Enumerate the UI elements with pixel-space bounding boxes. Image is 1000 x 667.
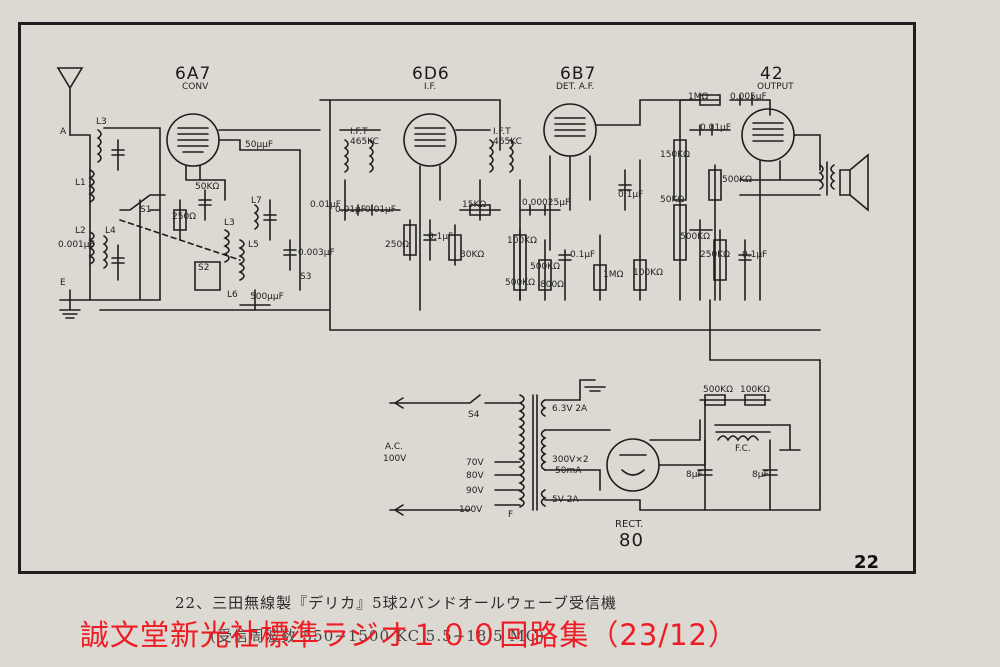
tube-6b7-role: DET. A.F.	[556, 82, 595, 92]
coil-l4	[102, 235, 108, 269]
label-e: E	[60, 278, 66, 288]
overlay-title: 誠文堂新光社標準ラジオ１００回路集（23/12）	[80, 618, 738, 652]
label-sec-300-ma: 50mA	[555, 466, 582, 476]
switch-s1	[119, 194, 166, 211]
label-r-800: 800Ω	[540, 280, 565, 290]
label-r-500kc: 500KΩ	[680, 232, 710, 242]
label-fuse-f: F	[508, 510, 514, 520]
label-r-500k: 500KΩ	[505, 278, 535, 288]
label-l3: L3	[96, 117, 107, 127]
figure-caption: 22、三田無線製『デリカ』5球2バンドオールウェーブ受信機	[175, 594, 618, 612]
label-r-1m: 1MΩ	[603, 270, 624, 280]
coil-l1	[88, 169, 95, 203]
label-l5: L5	[248, 240, 259, 250]
tube-6d6	[403, 113, 457, 167]
tube-6b7-name: 6B7	[560, 64, 597, 84]
schematic-frame	[18, 22, 916, 574]
label-c-0003: 0.003μF	[298, 248, 335, 258]
label-ac: A.C.	[385, 442, 404, 452]
label-r-50k: 50KΩ	[195, 182, 220, 192]
label-c-01d: 0.1μF	[742, 250, 768, 260]
power-transformer-primary	[518, 394, 525, 508]
label-fc: F.C.	[735, 444, 751, 454]
page-number: 22	[854, 552, 880, 573]
label-l1: L1	[75, 178, 86, 188]
tube-6a7-role: CONV	[182, 82, 209, 92]
label-l2: L2	[75, 226, 86, 236]
label-ift2-freq: 465KC	[493, 137, 522, 147]
label-r-250kv: 250KΩ	[700, 250, 730, 260]
label-tap-80: 80V	[466, 471, 484, 481]
label-c-001: 0.001μF	[58, 240, 95, 250]
label-r-500kd: 500KΩ	[722, 175, 752, 185]
ift2	[488, 139, 514, 173]
tube-6d6-role: I.F.	[424, 82, 437, 92]
label-c-01: 0.1μF	[428, 232, 454, 242]
label-r-1m2: 1MΩ	[688, 92, 709, 102]
label-tap-90: 90V	[466, 486, 484, 496]
label-c-50uuf: 50μμF	[245, 140, 274, 150]
label-ac-v: 100V	[383, 454, 407, 464]
label-r-250: 250Ω	[172, 212, 197, 222]
label-c-01c: 0.1μF	[618, 190, 644, 200]
ift1	[339, 129, 381, 173]
label-r-250b: 250Ω	[385, 240, 410, 250]
label-tap-100: 100V	[459, 505, 483, 515]
label-ift1-freq: 465KC	[350, 137, 379, 147]
label-r-100k: 100KΩ	[507, 236, 537, 246]
label-c-001c: 0.01μF	[335, 205, 366, 215]
label-a: A	[60, 127, 67, 137]
label-c-8uf-b: 8μF	[752, 470, 769, 480]
coil-l2	[88, 231, 95, 265]
label-s4: S4	[468, 410, 480, 420]
label-r-100kb: 100KΩ	[633, 268, 663, 278]
tube-42-role: OUTPUT	[757, 82, 794, 92]
label-l6: L6	[227, 290, 238, 300]
label-s3: S3	[300, 272, 312, 282]
label-c-01b: 0.1μF	[570, 250, 596, 260]
label-ift1: I.F.T	[350, 127, 368, 137]
label-r-500ke: 500KΩ	[703, 385, 733, 395]
label-r-30k: 30KΩ	[460, 250, 485, 260]
figure-caption-freq: (受信周波数 550~1500 KC 5.5~18.5 MC)	[210, 627, 546, 645]
label-r-50kb: 50KΩ	[660, 195, 685, 205]
label-c-00002: 0.00025μF	[522, 198, 571, 208]
ground-symbol	[59, 289, 81, 319]
tube-6d6-name: 6D6	[412, 64, 450, 84]
label-c-8uf-a: 8μF	[686, 470, 703, 480]
label-l7: L7	[251, 196, 262, 206]
label-sec-5v: 5V 2A	[552, 495, 579, 505]
label-c-0005: 0.005μF	[730, 92, 767, 102]
label-sec-63: 6.3V 2A	[552, 404, 588, 414]
label-ift2: I.F.T	[493, 127, 511, 137]
label-c-001d: 0.01μF	[365, 205, 396, 215]
label-l3b: L3	[224, 218, 235, 228]
label-l4: L4	[105, 226, 116, 236]
label-r-500kb: 500KΩ	[530, 262, 560, 272]
label-c-001e: 0.01μF	[700, 123, 731, 133]
label-tap-70: 70V	[466, 458, 484, 468]
tube-80-role: RECT.	[615, 519, 644, 530]
label-s1: S1	[140, 205, 152, 215]
label-r-100kc: 100KΩ	[740, 385, 770, 395]
label-sec-300: 300V×2	[552, 455, 589, 465]
label-r-150k: 150KΩ	[660, 150, 690, 160]
output-transformer	[818, 161, 836, 196]
tube-80-name: 80	[619, 530, 644, 551]
tube-80	[606, 438, 660, 492]
antenna-symbol	[56, 67, 84, 136]
coil-l3	[96, 129, 102, 163]
label-c-500uuf: 500μμF	[250, 292, 284, 302]
tube-6a7-name: 6A7	[175, 64, 212, 84]
power-transformer-secondary	[540, 399, 547, 507]
speaker-icon	[839, 153, 869, 212]
label-r-15k: 15KΩ	[462, 200, 487, 210]
tube-42-name: 42	[760, 64, 784, 84]
label-s2: S2	[198, 263, 210, 273]
label-c-001b: 0.01μF	[310, 200, 341, 210]
